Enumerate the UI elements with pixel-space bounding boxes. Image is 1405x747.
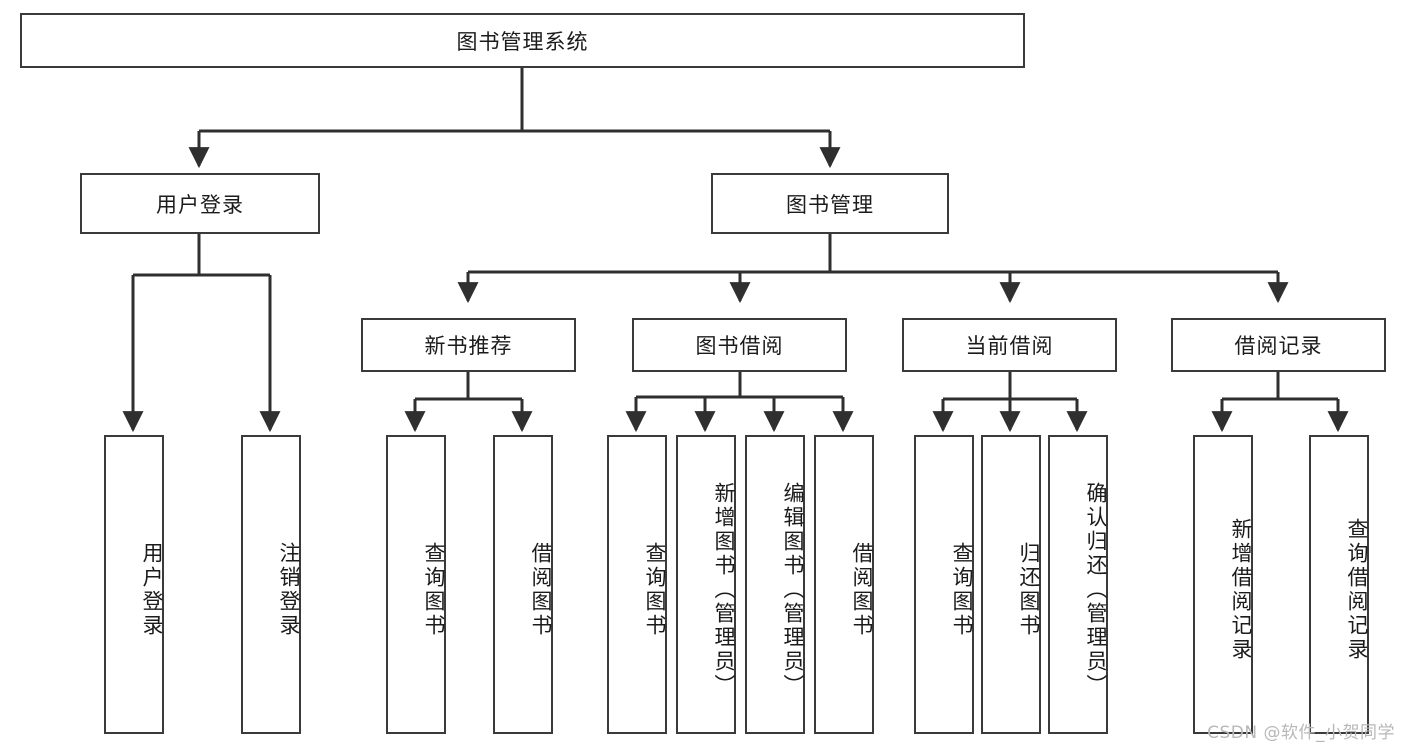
node-current-borrow-label: 当前借阅 [965,334,1054,358]
leaf-return-book[interactable]: 归还图书 [981,435,1041,734]
node-book-borrow[interactable]: 图书借阅 [632,318,847,372]
leaf-edit-book-label: 编辑图书（管理员） [781,481,805,698]
leaf-query-book-2-label: 查询图书 [643,541,667,638]
leaf-add-book-label: 新增图书（管理员） [712,481,736,698]
leaf-query-book-1[interactable]: 查询图书 [386,435,446,734]
leaf-user-login-label: 用户登录 [140,541,164,638]
leaf-add-record-label: 新增借阅记录 [1229,517,1253,662]
leaf-query-record-label: 查询借阅记录 [1345,517,1369,662]
node-book-manage-label: 图书管理 [786,192,874,217]
leaf-user-login[interactable]: 用户登录 [104,435,164,734]
node-borrow-record[interactable]: 借阅记录 [1171,318,1386,372]
leaf-query-book-1-label: 查询图书 [422,541,446,638]
leaf-logout[interactable]: 注销登录 [241,435,301,734]
leaf-add-book[interactable]: 新增图书（管理员） [676,435,736,734]
leaf-edit-book[interactable]: 编辑图书（管理员） [745,435,805,734]
watermark: CSDN @软件_小贺同学 [1207,723,1395,743]
node-current-borrow[interactable]: 当前借阅 [902,318,1117,372]
node-root[interactable]: 图书管理系统 [20,13,1025,68]
leaf-query-book-2[interactable]: 查询图书 [607,435,667,734]
node-user-login[interactable]: 用户登录 [80,173,320,234]
node-root-label: 图书管理系统 [456,29,589,54]
node-book-borrow-label: 图书借阅 [695,334,784,358]
leaf-return-book-label: 归还图书 [1017,541,1041,638]
leaf-borrow-book-1[interactable]: 借阅图书 [493,435,553,734]
node-book-manage[interactable]: 图书管理 [711,173,949,234]
node-user-login-label: 用户登录 [156,192,244,217]
node-new-book-rec[interactable]: 新书推荐 [361,318,576,372]
leaf-borrow-book-2-label: 借阅图书 [850,541,874,638]
leaf-query-record[interactable]: 查询借阅记录 [1309,435,1369,734]
node-new-book-rec-label: 新书推荐 [424,334,513,358]
node-borrow-record-label: 借阅记录 [1234,334,1323,358]
leaf-add-record[interactable]: 新增借阅记录 [1193,435,1253,734]
leaf-query-book-3[interactable]: 查询图书 [914,435,974,734]
leaf-query-book-3-label: 查询图书 [950,541,974,638]
leaf-confirm-return[interactable]: 确认归还（管理员） [1048,435,1108,734]
leaf-logout-label: 注销登录 [277,541,301,638]
leaf-borrow-book-1-label: 借阅图书 [529,541,553,638]
leaf-confirm-return-label: 确认归还（管理员） [1084,481,1108,698]
leaf-borrow-book-2[interactable]: 借阅图书 [814,435,874,734]
